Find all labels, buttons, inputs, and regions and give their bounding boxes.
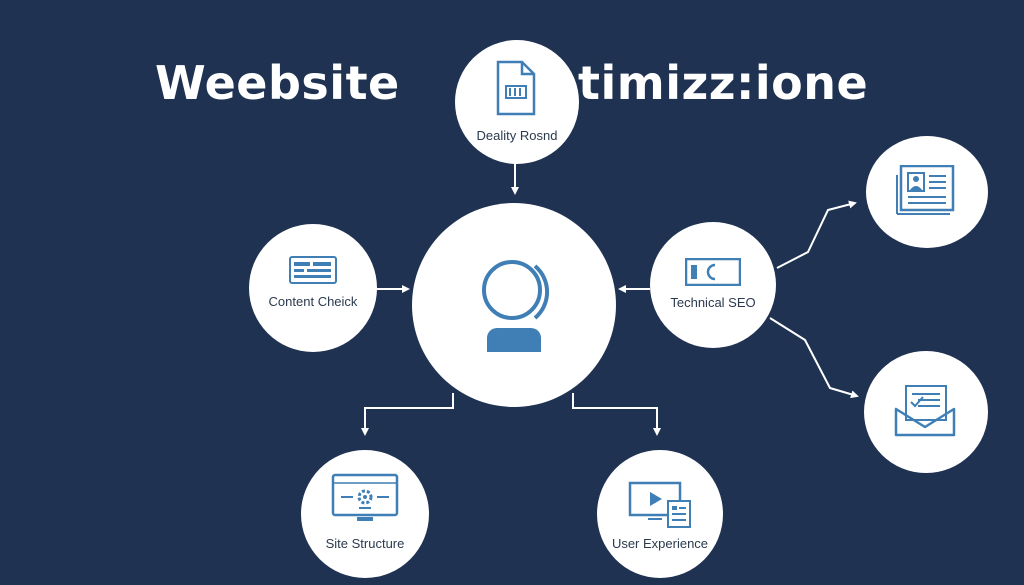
node-far-right-bottom <box>864 351 988 473</box>
user-globe-icon <box>482 260 550 352</box>
node-label-content-cheick: Content Cheick <box>268 294 358 309</box>
arrow-center-to-bottom-right <box>572 393 661 436</box>
arrow-right-to-far-top <box>776 200 857 269</box>
node-deality-rosnd: Deality Rosnd <box>455 40 579 164</box>
monitor-gear-icon <box>331 473 399 521</box>
content-list-icon <box>289 256 337 284</box>
arrow-right-to-far-bottom <box>769 317 859 399</box>
envelope-list-icon <box>894 385 956 437</box>
node-center <box>412 203 616 407</box>
node-technical-seo: Technical SEO <box>650 222 776 348</box>
node-site-structure: Site Structure <box>301 450 429 578</box>
node-label-deality-rosnd: Deality Rosnd <box>476 128 558 143</box>
code-screen-icon <box>685 258 741 286</box>
diagram-title-left: Weebsite <box>155 56 400 110</box>
node-content-cheick: Content Cheick <box>249 224 377 352</box>
diagram-title-right: timizz:ione <box>578 56 869 110</box>
document-icon <box>496 60 536 116</box>
node-label-user-experience: User Experience <box>611 536 709 551</box>
video-monitor-icon <box>628 481 691 528</box>
node-user-experience: User Experience <box>597 450 723 578</box>
node-label-site-structure: Site Structure <box>325 536 405 551</box>
node-far-right-top <box>866 136 988 248</box>
node-label-technical-seo: Technical SEO <box>670 295 756 310</box>
profile-card-icon <box>896 165 955 215</box>
arrow-center-to-bottom-left <box>361 393 454 436</box>
